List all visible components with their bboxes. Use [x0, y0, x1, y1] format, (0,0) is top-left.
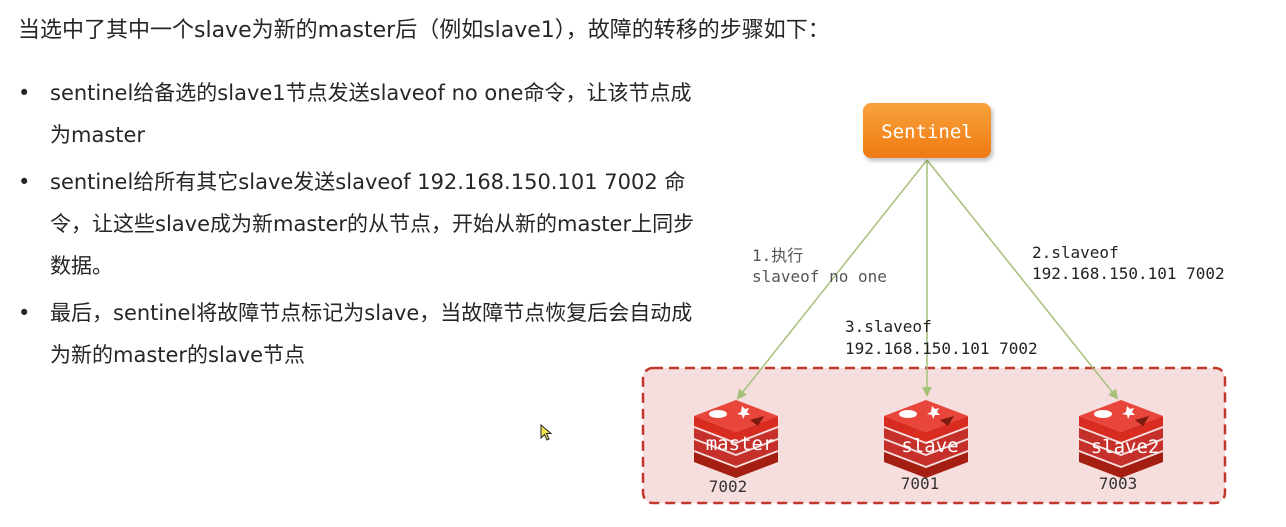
mouse-cursor-icon — [540, 424, 553, 441]
arrow3-label-line2: 192.168.150.101 7002 — [845, 339, 1038, 358]
sentinel-label: Sentinel — [881, 121, 973, 143]
node-port: 7001 — [901, 474, 940, 493]
bullet-text: 最后，sentinel将故障节点标记为slave，当故障节点恢复后会自动成为新的… — [50, 301, 693, 367]
sentinel-box — [863, 103, 991, 158]
redis-icon — [1079, 400, 1163, 478]
bullet-item: • sentinel给备选的slave1节点发送slaveof no one命令… — [18, 72, 708, 156]
bullet-text: sentinel给备选的slave1节点发送slaveof no one命令，让… — [50, 81, 692, 147]
bullet-item: • sentinel给所有其它slave发送slaveof 192.168.15… — [18, 161, 708, 287]
arrow1-label-line2: slaveof no one — [752, 267, 887, 286]
redis-node-slave2: slave2 7003 — [1079, 400, 1163, 493]
arrow2-label-line2: 192.168.150.101 7002 — [1032, 264, 1225, 283]
bullet-list: • sentinel给备选的slave1节点发送slaveof no one命令… — [18, 72, 708, 381]
bullet-marker: • — [18, 81, 31, 105]
arrow-sentinel-to-slave2 — [926, 159, 1119, 400]
redis-icon — [884, 400, 968, 478]
node-label: slave2 — [1091, 436, 1160, 458]
node-port: 7002 — [709, 477, 748, 496]
bullet-marker: • — [18, 170, 31, 194]
redis-node-slave: slave 7001 — [884, 400, 968, 493]
arrow3-label-line1: 3.slaveof — [845, 317, 932, 336]
node-port: 7003 — [1099, 474, 1138, 493]
node-label: master — [706, 433, 775, 455]
page-heading: 当选中了其中一个slave为新的master后（例如slave1），故障的转移的… — [18, 18, 830, 43]
arrow2-label-line1: 2.slaveof — [1032, 243, 1119, 262]
node-label: slave — [901, 435, 958, 457]
arrow-sentinel-to-master — [736, 159, 928, 400]
redis-icon — [694, 400, 778, 478]
redis-node-master: master 7002 — [694, 400, 778, 496]
bullet-text: sentinel给所有其它slave发送slaveof 192.168.150.… — [50, 170, 695, 278]
arrow1-label-line1: 1.执行 — [752, 246, 803, 265]
bullet-item: • 最后，sentinel将故障节点标记为slave，当故障节点恢复后会自动成为… — [18, 292, 708, 376]
bullet-marker: • — [18, 301, 31, 325]
